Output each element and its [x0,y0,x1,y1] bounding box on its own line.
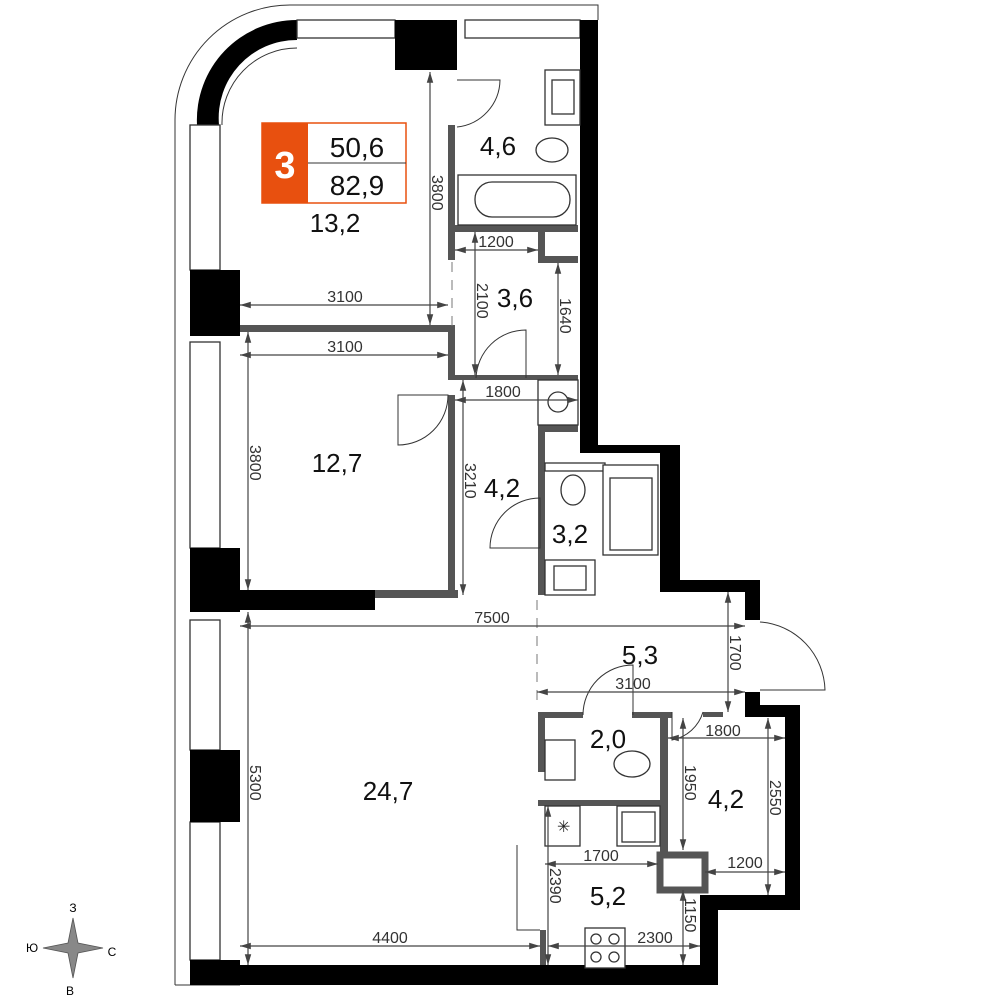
room-area: 2,0 [590,724,626,754]
room-area: 4,6 [480,131,516,161]
rooms-count: 3 [274,145,295,187]
dimension-label: 5300 [246,765,263,801]
compass-star-icon [42,917,104,979]
room-area: 5,2 [590,881,626,911]
apartment-badge: 3 50,6 82,9 [261,122,407,204]
toilet-bath2 [560,474,586,506]
compass-south: В [66,984,74,998]
dimension-label: 1800 [485,384,521,401]
room-area: 4,2 [708,784,744,814]
living-area: 50,6 [330,132,385,163]
dimension-label: 1950 [681,765,698,801]
compass-east: С [108,945,117,959]
room-area: 4,2 [484,473,520,503]
dimension-labels: 3800 3100 3100 1200 2100 1640 1800 3800 … [246,175,783,947]
dimension-label: 3100 [327,289,363,306]
fixtures: ✳ [457,69,661,969]
rooms-count-box [262,123,308,203]
toilet-wc [613,750,651,778]
compass: З Ю С В [26,901,117,998]
piers-left [190,270,240,985]
dimension-label: 1200 [727,855,763,872]
room-area: 24,7 [363,776,414,806]
room-area: 13,2 [310,208,361,238]
windows-left [189,124,221,961]
dimension-label: 2300 [637,930,673,947]
outer-outline [174,4,599,985]
curved-wall [196,19,297,126]
dimension-label: 2390 [546,868,563,904]
pier [395,20,457,70]
room-area: 3,2 [552,519,588,549]
dimension-label: 2100 [473,283,490,319]
dimension-label: 3100 [327,339,363,356]
exterior-walls [240,20,800,985]
dimension-label: 1200 [478,234,514,251]
dimension-label: 1700 [726,635,743,671]
dimension-label: 3210 [461,463,478,499]
dimension-label: 1150 [681,898,698,933]
windows-top [296,19,581,39]
room-area: 12,7 [312,448,363,478]
toilet-bath1 [535,137,569,163]
dimension-label: 7500 [474,610,510,627]
dimension-label: 1700 [583,848,619,865]
dimension-label: 4400 [372,930,408,947]
dimension-label: 3100 [615,676,651,693]
svg-text:✳: ✳ [557,819,570,836]
dimension-label: 2550 [766,780,783,816]
dimension-label: 1800 [705,723,741,740]
sink-wc [544,739,576,781]
room-area: 5,3 [622,640,658,670]
stove [584,927,626,969]
total-area: 82,9 [330,170,385,201]
compass-west: Ю [26,941,38,955]
dimension-lines [240,72,785,965]
dimension-label: 3800 [428,175,445,211]
room-areas: 13,2 4,6 3,6 12,7 4,2 3,2 5,3 2,0 4,2 24… [310,131,744,911]
compass-north: З [69,901,76,915]
room-area: 3,6 [497,283,533,313]
dimension-label: 1640 [556,298,573,334]
dimension-label: 3800 [246,445,263,481]
